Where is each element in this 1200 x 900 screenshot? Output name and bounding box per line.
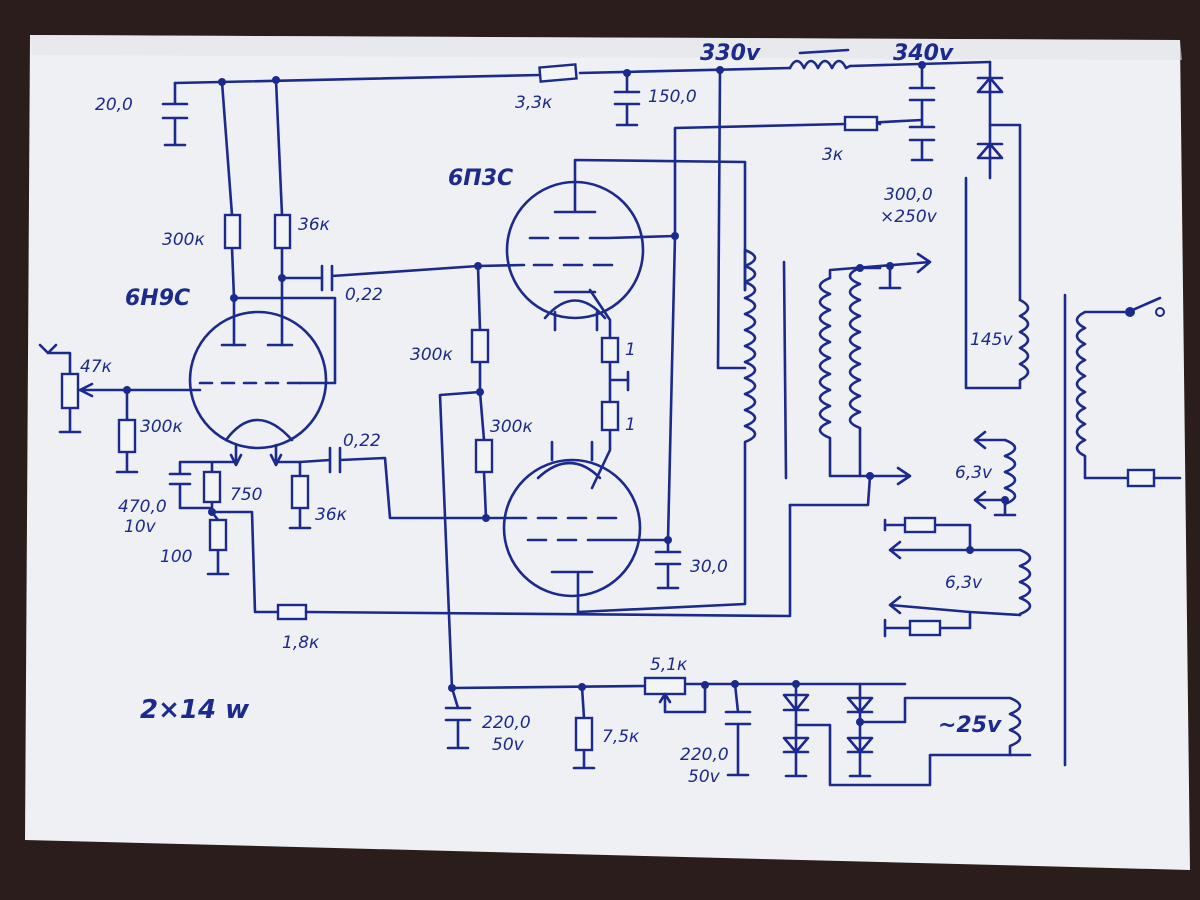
heater-winding-1-label: 6,3v <box>955 463 993 483</box>
filter-choke <box>788 48 852 70</box>
resistor-300k-plate-label: 300к <box>162 230 205 250</box>
capacitor-220uf-a-voltage: 50v <box>492 735 525 755</box>
output-transformer <box>576 68 932 614</box>
rail-340v-label: 340v <box>893 41 954 66</box>
pot-5k1-label: 5,1к <box>650 655 688 675</box>
bias-winding-label: ~25v <box>938 713 1002 738</box>
resistor-1k8-label: 1,8к <box>282 633 320 653</box>
capacitor-470uf-label: 470,0 <box>118 497 167 517</box>
heater-winding-2-label: 6,3v <box>945 573 983 593</box>
resistor-1-a-label: 1 <box>625 340 636 360</box>
resistor-36k-b-label: 36к <box>315 505 348 525</box>
hv-winding-label: 145v <box>970 330 1013 350</box>
driver-cathode-network: 750 470,0 10v 100 1,8к <box>118 460 792 653</box>
capacitor-220uf-b-label: 220,0 <box>680 745 729 765</box>
coupling-capacitor-1: 0,22 <box>280 264 480 305</box>
driver-grid-resistor-label: 300к <box>140 417 183 437</box>
capacitor-20uf: 20,0 <box>95 81 189 147</box>
output-cathode-resistors: 1 1 <box>588 288 636 490</box>
heater-winding-1: 6,3v <box>955 430 1017 517</box>
driver-grid-resistor: 300к <box>115 388 183 474</box>
capacitor-300uf-label: 300,0 <box>884 185 933 205</box>
capacitor-30uf-label: 30,0 <box>690 557 728 577</box>
resistor-3k3-label: 3,3к <box>515 93 553 113</box>
capacitor-300uf-voltage: ×250v <box>880 207 938 227</box>
b-plus-rail <box>173 60 992 86</box>
capacitor-300uf-stack: 3к 300,0 ×250v <box>822 63 938 227</box>
coupling-capacitor-1-label: 0,22 <box>345 285 383 305</box>
tube-6p3s-upper: 6П3С <box>448 158 747 332</box>
hv-winding: 145v <box>964 176 1030 390</box>
coupling-capacitor-2: 36к 0,22 <box>274 431 488 530</box>
capacitor-30uf: 30,0 <box>654 122 847 590</box>
resistor-36k-plate-label: 36к <box>298 215 331 235</box>
tube-6p3s-label: 6П3С <box>448 166 513 191</box>
paper-shadow <box>30 35 1182 60</box>
capacitor-470uf-voltage: 10v <box>124 517 157 537</box>
resistor-1-b-label: 1 <box>625 415 636 435</box>
bias-supply: 220,0 50v 7,5к 5,1к 220,0 50v ~25v <box>444 655 1032 787</box>
volume-pot: 47к <box>38 343 202 434</box>
tube-6p3s-lower <box>484 440 670 614</box>
resistor-3k-label: 3к <box>822 145 844 165</box>
resistor-3k3: 3,3к <box>515 63 578 113</box>
output-grid-resistors: 300к 300к <box>410 262 533 690</box>
capacitor-150uf: 150,0 <box>613 71 697 127</box>
heater-winding-2: 6,3v <box>883 516 1032 638</box>
capacitor-150uf-label: 150,0 <box>648 87 697 107</box>
capacitor-220uf-a-label: 220,0 <box>482 713 531 733</box>
rectifier-diodes <box>976 60 1022 302</box>
capacitor-20uf-label: 20,0 <box>95 95 133 115</box>
capacitor-220uf-b-voltage: 50v <box>688 767 721 787</box>
resistor-300k-grid1-label: 300к <box>410 345 453 365</box>
tube-6n9s: 6Н9С <box>125 286 328 467</box>
volume-pot-label: 47к <box>80 357 113 377</box>
resistor-7k5-label: 7,5к <box>602 727 640 747</box>
tube-6n9s-label: 6Н9С <box>125 286 190 311</box>
resistor-100-label: 100 <box>160 547 192 567</box>
driver-plate-resistors: 300к 36к <box>162 78 337 385</box>
resistor-750-label: 750 <box>230 485 262 505</box>
power-rating-note: 2×14 w <box>140 695 250 725</box>
mains-primary <box>1063 293 1182 767</box>
resistor-300k-grid2-label: 300к <box>490 417 533 437</box>
rail-330v-label: 330v <box>700 41 761 66</box>
coupling-capacitor-2-label: 0,22 <box>343 431 381 451</box>
